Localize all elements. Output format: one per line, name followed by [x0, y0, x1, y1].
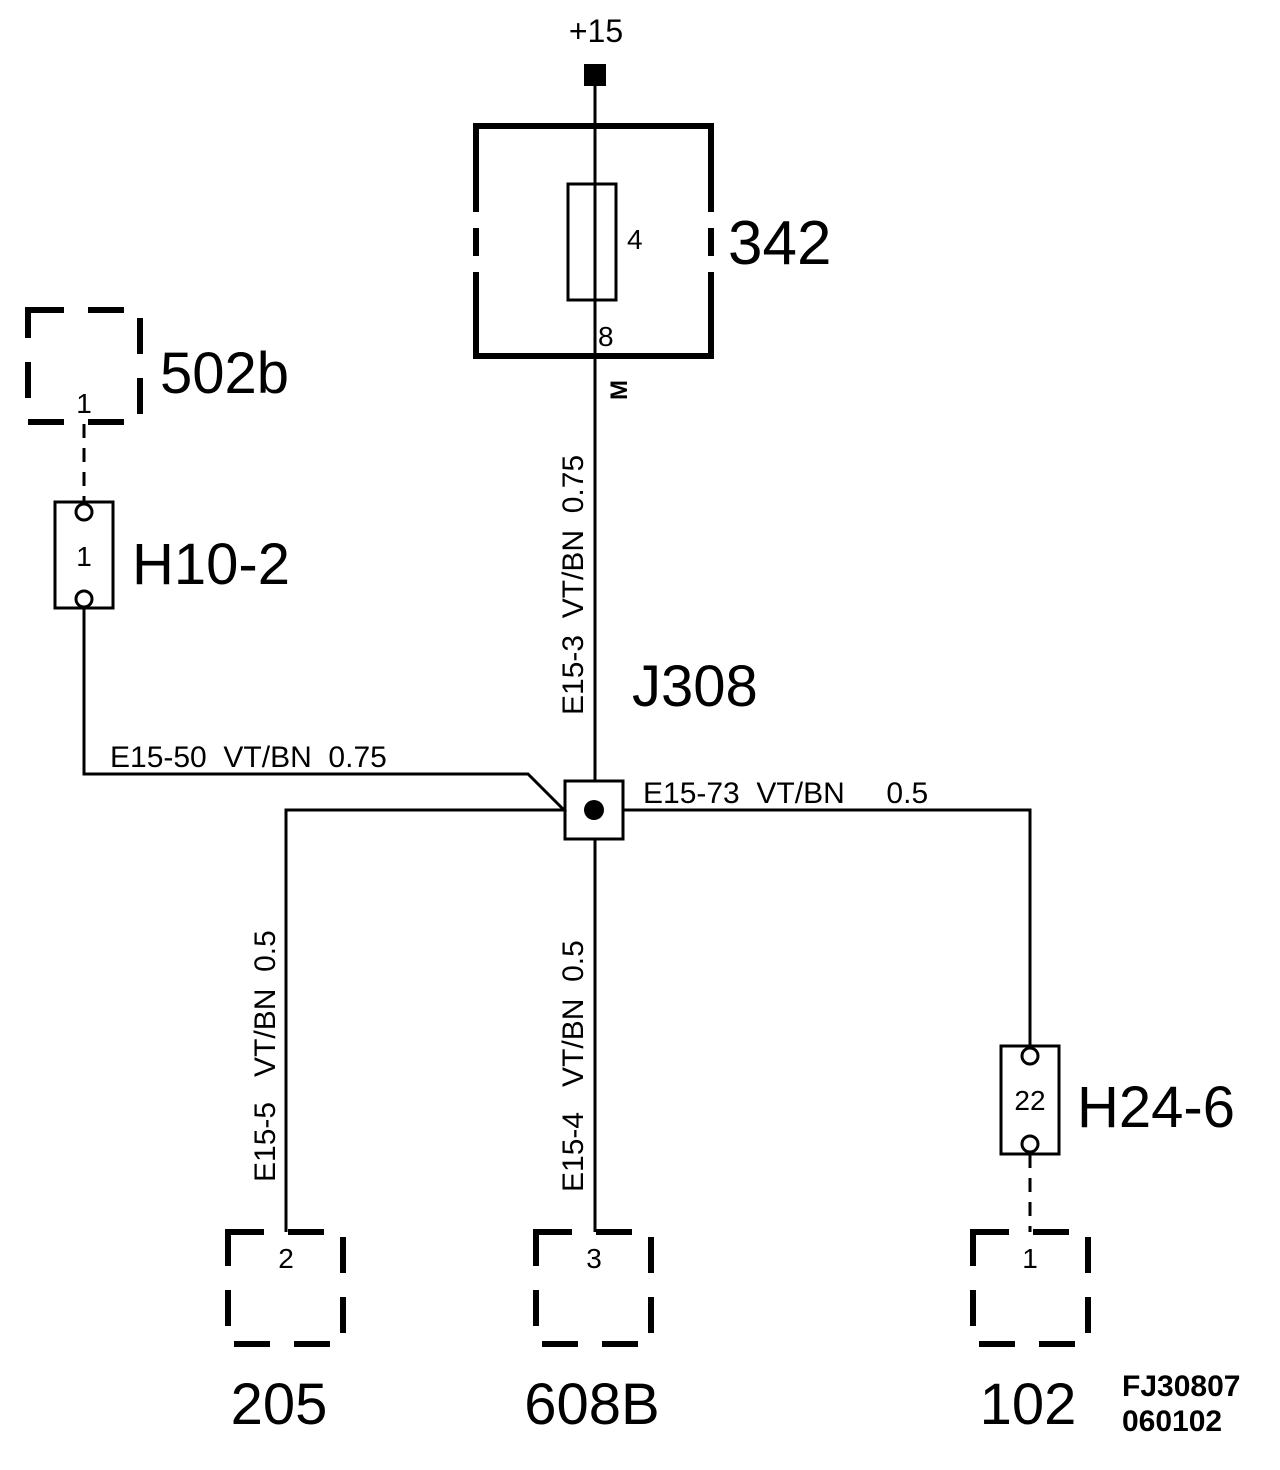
fuse-number: 4 [627, 224, 643, 255]
splice-label: J308 [632, 654, 758, 719]
drawing-code-line1: FJ30807 [1122, 1370, 1240, 1403]
wire-e15-5 [284, 808, 565, 1232]
component-502b-label: 502b [160, 341, 289, 406]
component-205-pin: 2 [278, 1243, 294, 1274]
component-502b-pin: 1 [76, 388, 92, 419]
supply-label: +15 [569, 13, 623, 49]
connector-h24-6-pin-bottom [1020, 1134, 1040, 1154]
component-502b [25, 307, 143, 425]
wire-label-e15-4: E15-4 VT/BN 0.5 [557, 940, 590, 1192]
wire-e15-73 [623, 808, 1032, 1046]
splice-node [584, 800, 604, 820]
component-608b-label: 608B [524, 1372, 659, 1437]
drawing-code-line2: 060102 [1122, 1405, 1222, 1438]
connector-h10-2-pin: 1 [76, 541, 92, 572]
connector-h24-6-pin: 22 [1014, 1085, 1045, 1116]
wire-label-e15-5: E15-5 VT/BN 0.5 [249, 930, 282, 1182]
component-205-label: 205 [231, 1372, 328, 1437]
connector-h10-2-pin-bottom [74, 589, 94, 609]
wire-label-e15-50: E15-50 VT/BN 0.75 [110, 741, 387, 774]
fuse-unit-label: 342 [728, 209, 831, 278]
connector-h24-6-label: H24-6 [1077, 1075, 1235, 1140]
wire-label-e15-3: E15-3 VT/BN 0.75 [557, 455, 590, 715]
connector-h24-6-pin-top [1020, 1046, 1040, 1066]
fuse-unit-pin: 8 [598, 321, 614, 352]
component-608b-pin: 3 [586, 1243, 602, 1274]
connector-h10-2-label: H10-2 [132, 532, 290, 597]
wire-label-e15-73: E15-73 VT/BN 0.5 [643, 777, 928, 810]
component-102-label: 102 [980, 1372, 1077, 1437]
fuse-unit-pin-side: M [606, 380, 633, 400]
component-102-pin: 1 [1022, 1243, 1038, 1274]
wire-e15-50 [82, 607, 568, 814]
connector-h10-2-pin-top [74, 502, 94, 522]
fuse-4 [566, 182, 618, 302]
supply-terminal [584, 64, 606, 86]
